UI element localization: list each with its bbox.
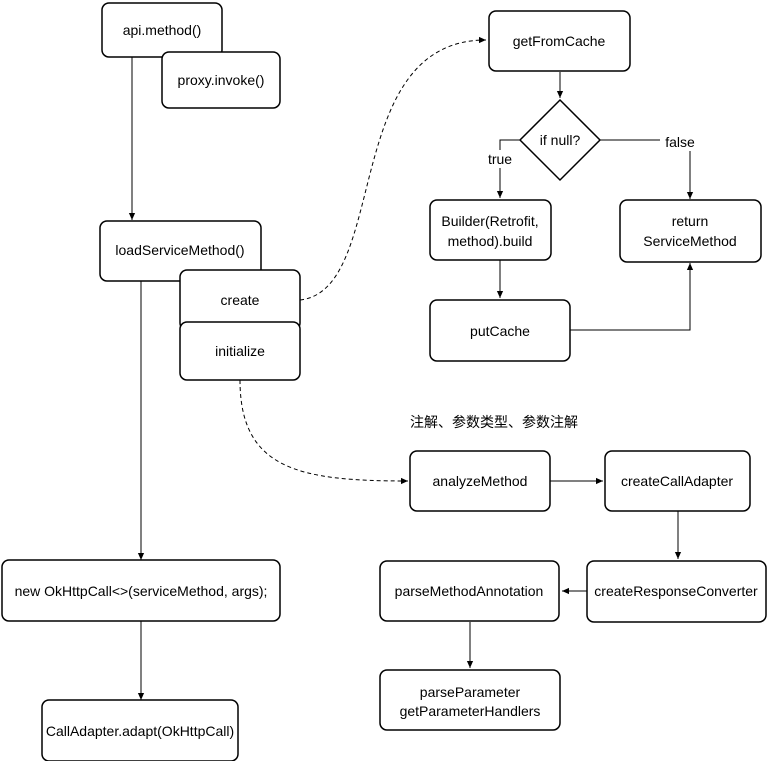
edges <box>128 36 694 700</box>
node-proxy-invoke: proxy.invoke() <box>161 51 281 109</box>
node-new-okhttpcall: new OkHttpCall<>(serviceMethod, args); <box>1 559 281 622</box>
node-parse-method-annotation-label: parseMethodAnnotation <box>395 583 544 599</box>
node-if-null-label: if null? <box>540 132 581 148</box>
node-return-line1: return <box>672 213 709 229</box>
node-analyze-method-label: analyzeMethod <box>433 473 528 489</box>
node-builder-line2: method).build <box>448 233 533 249</box>
edge-ifnull-true <box>496 139 520 198</box>
node-put-cache-label: putCache <box>470 323 530 339</box>
node-load-service-method-label: loadServiceMethod() <box>115 242 244 258</box>
node-initialize-label: initialize <box>215 343 265 359</box>
node-put-cache: putCache <box>429 299 571 362</box>
node-proxy-invoke-label: proxy.invoke() <box>178 72 265 88</box>
node-return-service-method: return ServiceMethod <box>619 199 762 263</box>
edge-initialize-to-analyzemethod <box>239 379 409 485</box>
edge-labels: true false <box>484 133 700 168</box>
node-builder-line1: Builder(Retrofit, <box>441 213 538 229</box>
node-create-call-adapter-label: createCallAdapter <box>621 473 733 489</box>
node-parse-param-line1: parseParameter <box>420 684 521 700</box>
edge-create-to-getfromcache <box>299 36 487 301</box>
node-return-line2: ServiceMethod <box>643 233 736 249</box>
node-initialize: initialize <box>179 321 301 381</box>
node-create-label: create <box>221 292 260 308</box>
node-calladapter-adapt: CallAdapter.adapt(OkHttpCall) <box>41 699 239 761</box>
node-create-response-converter-label: createResponseConverter <box>594 583 758 599</box>
node-analyze-method: analyzeMethod <box>409 450 551 512</box>
node-create-response-converter: createResponseConverter <box>586 560 767 623</box>
node-parse-param-line2: getParameterHandlers <box>400 703 541 719</box>
node-parse-method-annotation: parseMethodAnnotation <box>379 560 560 622</box>
node-calladapter-adapt-label: CallAdapter.adapt(OkHttpCall) <box>46 723 234 739</box>
node-api-method: api.method() <box>101 2 223 58</box>
annotation-note: 注解、参数类型、参数注解 <box>410 414 578 431</box>
node-create-call-adapter: createCallAdapter <box>604 450 751 512</box>
edge-label-true: true <box>488 151 512 167</box>
node-builder-build: Builder(Retrofit, method).build <box>429 199 552 261</box>
edge-label-false: false <box>665 134 695 150</box>
node-if-null-decision: if null? <box>518 98 602 182</box>
node-get-from-cache: getFromCache <box>488 10 631 72</box>
node-create: create <box>179 269 301 331</box>
edge-putcache-to-return <box>570 263 694 331</box>
node-api-method-label: api.method() <box>123 22 202 38</box>
node-new-okhttpcall-label: new OkHttpCall<>(serviceMethod, args); <box>15 583 268 599</box>
node-parse-parameter: parseParameter getParameterHandlers <box>379 669 561 731</box>
node-get-from-cache-label: getFromCache <box>513 33 606 49</box>
